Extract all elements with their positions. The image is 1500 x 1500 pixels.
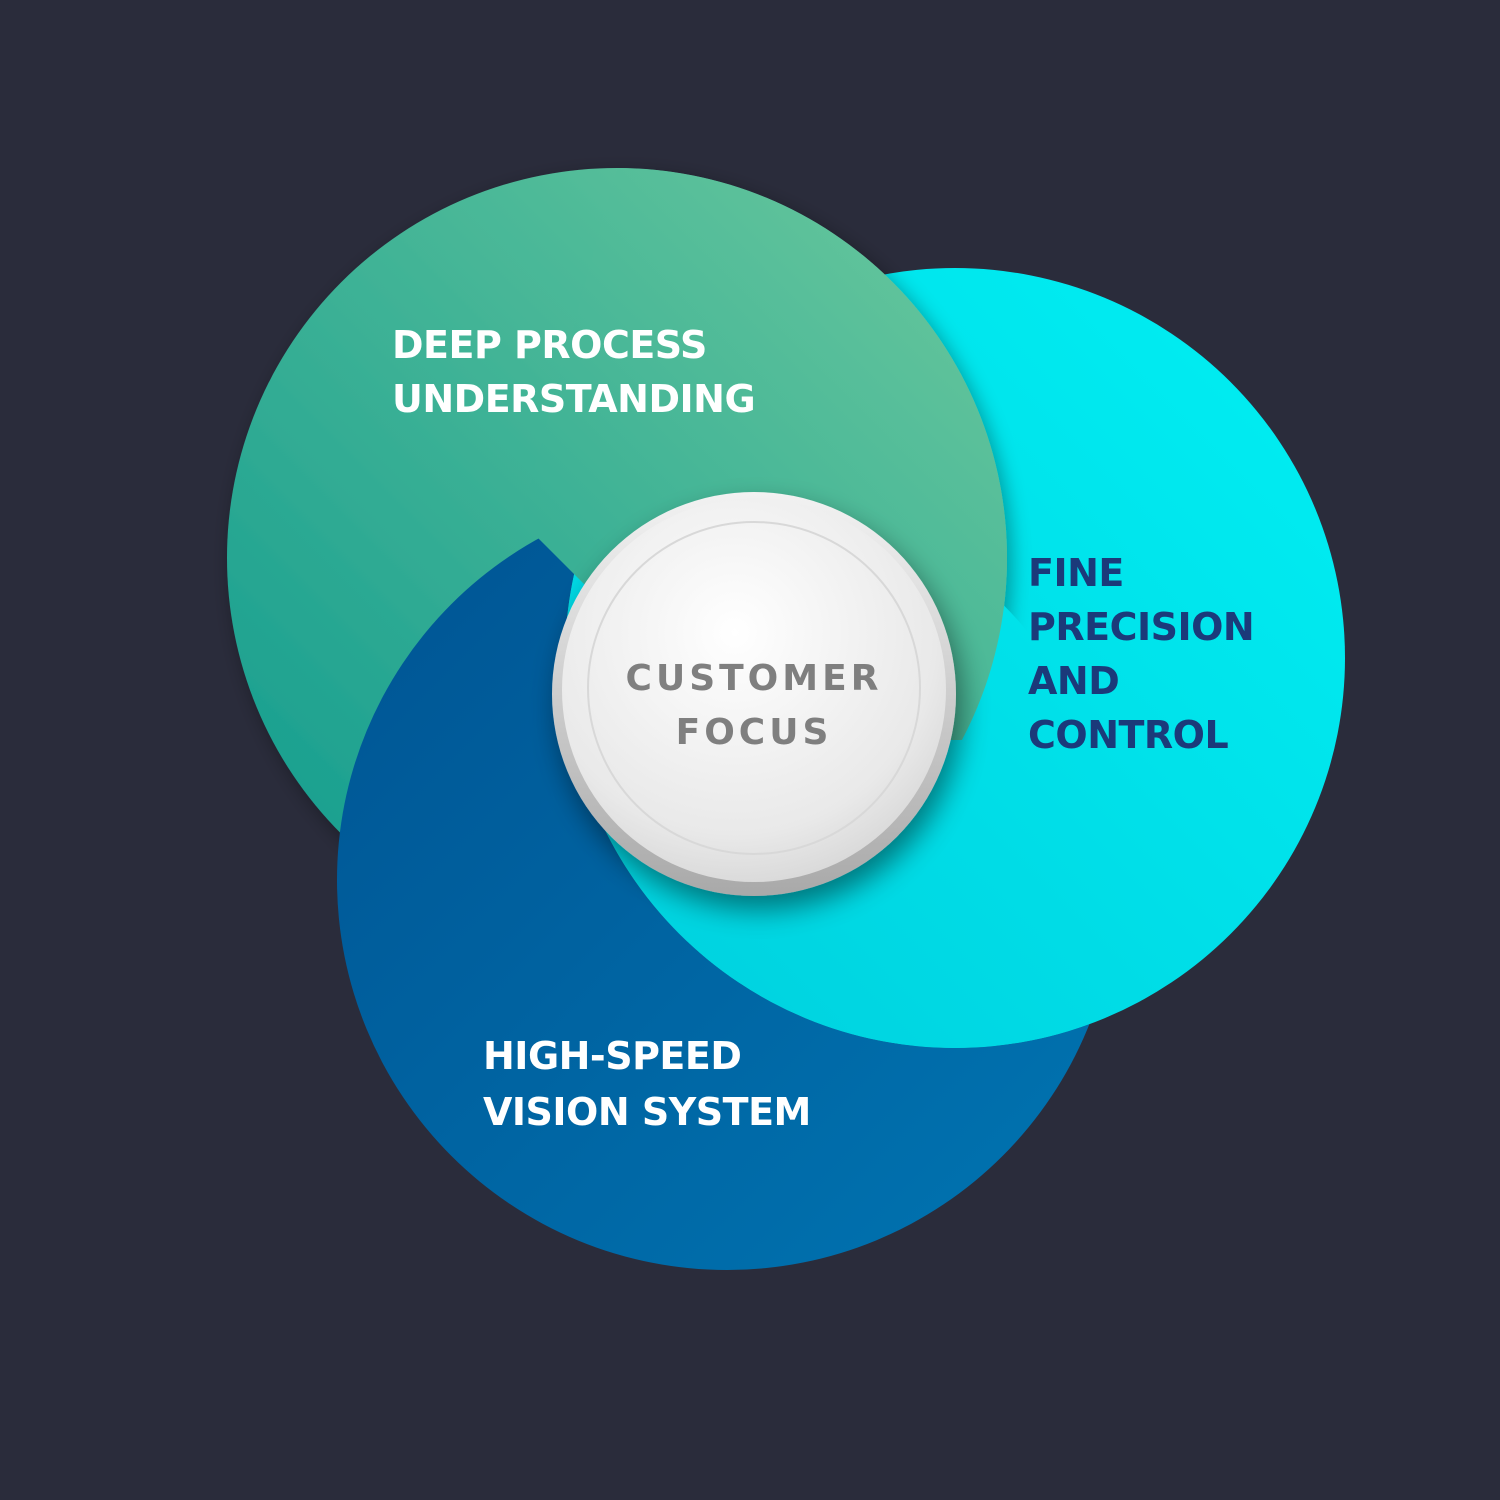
label-high-speed-line-1: HIGH-SPEED [483,1034,742,1078]
label-high-speed: HIGH-SPEED VISION SYSTEM [483,1028,811,1140]
label-customer-focus: CUSTOMER FOCUS [554,652,954,760]
label-customer-focus-line-2: FOCUS [675,712,833,753]
label-high-speed-line-2: VISION SYSTEM [483,1090,811,1134]
label-fine-precision-line-1: FINE [1028,551,1124,595]
label-deep-process: DEEP PROCESS UNDERSTANDING [392,318,756,426]
label-fine-precision-line-4: CONTROL [1028,713,1229,757]
label-fine-precision-line-3: AND [1028,659,1120,703]
label-fine-precision: FINE PRECISION AND CONTROL [1028,546,1255,762]
label-deep-process-line-1: DEEP PROCESS [392,323,707,367]
label-deep-process-line-2: UNDERSTANDING [392,377,756,421]
label-customer-focus-line-1: CUSTOMER [625,658,883,699]
label-fine-precision-line-2: PRECISION [1028,605,1255,649]
center-plate [552,492,956,896]
